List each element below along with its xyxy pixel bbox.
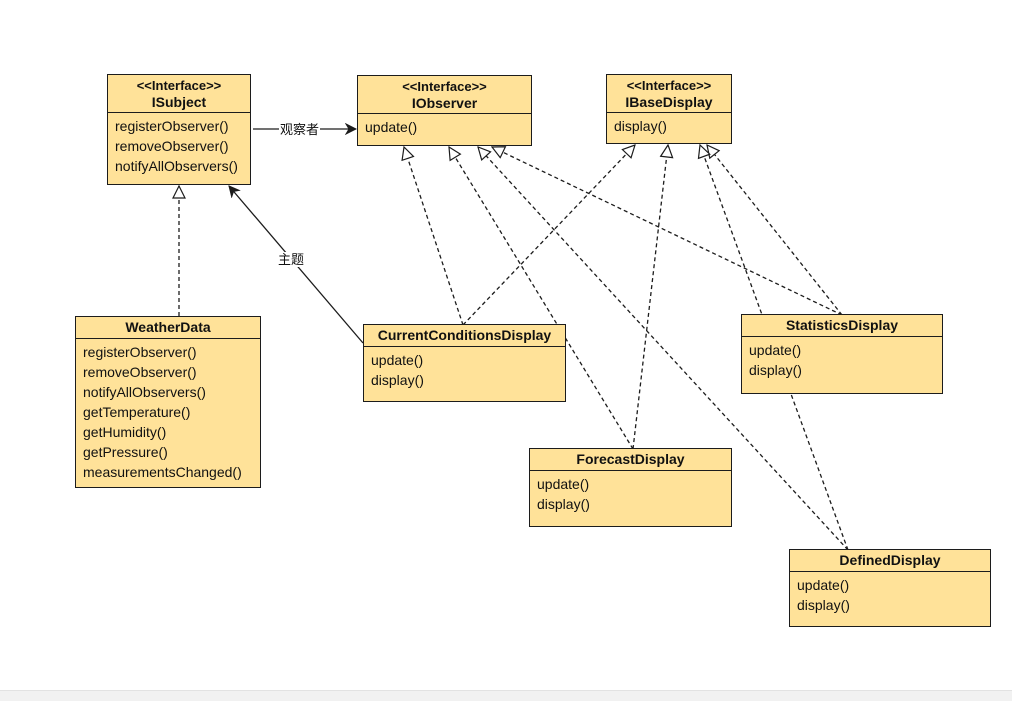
method: removeObserver() xyxy=(115,138,229,154)
iobserver-methods: update() xyxy=(358,114,531,137)
isubject-stereotype: <<Interface>> xyxy=(136,78,222,93)
iobserver-name: IObserver xyxy=(411,95,478,111)
method: display() xyxy=(537,496,590,512)
weatherdata-name: WeatherData xyxy=(125,319,211,335)
weatherdata-methods: registerObserver() removeObserver() noti… xyxy=(76,339,260,482)
method: removeObserver() xyxy=(83,364,197,380)
defined-name: DefinedDisplay xyxy=(839,552,941,568)
edge-statistics-realizes-iobserver xyxy=(492,147,843,316)
ibasedisplay-name: IBaseDisplay xyxy=(625,94,713,110)
method: update() xyxy=(365,119,418,135)
iobserver-stereotype: <<Interface>> xyxy=(402,79,487,94)
method: display() xyxy=(371,372,424,388)
method: notifyAllObservers() xyxy=(83,384,206,400)
bottom-scrollbar-strip xyxy=(0,690,1012,701)
edge-defined-realizes-ibasedisplay xyxy=(700,145,849,551)
class-iobserver[interactable]: <<Interface>> IObserver update() xyxy=(357,75,532,146)
ibasedisplay-stereotype: <<Interface>> xyxy=(626,78,712,93)
method: getHumidity() xyxy=(83,424,167,440)
class-isubject[interactable]: <<Interface>> ISubject registerObserver(… xyxy=(107,74,251,185)
method: display() xyxy=(614,118,667,134)
isubject-methods: registerObserver() removeObserver() noti… xyxy=(108,113,250,176)
ibasedisplay-methods: display() xyxy=(607,113,731,136)
class-statisticsdisplay[interactable]: StatisticsDisplay update() display() xyxy=(741,314,943,394)
forecast-name: ForecastDisplay xyxy=(576,451,685,467)
class-currentconditionsdisplay[interactable]: CurrentConditionsDisplay update() displa… xyxy=(363,324,566,402)
edge-forecast-realizes-ibasedisplay xyxy=(632,145,668,450)
subject-assoc-label: 主题 xyxy=(277,252,306,267)
class-weatherdata[interactable]: WeatherData registerObserver() removeObs… xyxy=(75,316,261,488)
currentconditions-methods: update() display() xyxy=(364,347,565,390)
class-forecastdisplay[interactable]: ForecastDisplay update() display() xyxy=(529,448,732,527)
edge-statistics-realizes-ibasedisplay xyxy=(707,145,843,316)
isubject-name: ISubject xyxy=(151,94,207,110)
method: getPressure() xyxy=(83,444,168,460)
statistics-methods: update() display() xyxy=(742,337,942,380)
method: update() xyxy=(797,577,850,593)
class-defineddisplay[interactable]: DefinedDisplay update() display() xyxy=(789,549,991,627)
method: display() xyxy=(797,597,850,613)
forecast-methods: update() display() xyxy=(530,471,731,514)
edge-currentconditions-realizes-iobserver xyxy=(404,147,464,326)
statistics-name: StatisticsDisplay xyxy=(785,317,899,333)
method: getTemperature() xyxy=(83,404,191,420)
currentconditions-name: CurrentConditionsDisplay xyxy=(377,327,552,343)
edge-defined-realizes-iobserver xyxy=(478,147,849,551)
edge-currentconditions-realizes-ibasedisplay xyxy=(462,145,635,326)
method: registerObserver() xyxy=(83,344,197,360)
method: update() xyxy=(537,476,590,492)
observer-assoc-label: 观察者 xyxy=(279,122,321,137)
method: update() xyxy=(371,352,424,368)
edge-forecast-realizes-iobserver xyxy=(449,147,634,450)
class-ibasedisplay[interactable]: <<Interface>> IBaseDisplay display() xyxy=(606,74,732,144)
method: registerObserver() xyxy=(115,118,229,134)
method: measurementsChanged() xyxy=(83,464,242,480)
defined-methods: update() display() xyxy=(790,572,990,615)
method: update() xyxy=(749,342,802,358)
method: notifyAllObservers() xyxy=(115,158,238,174)
method: display() xyxy=(749,362,802,378)
